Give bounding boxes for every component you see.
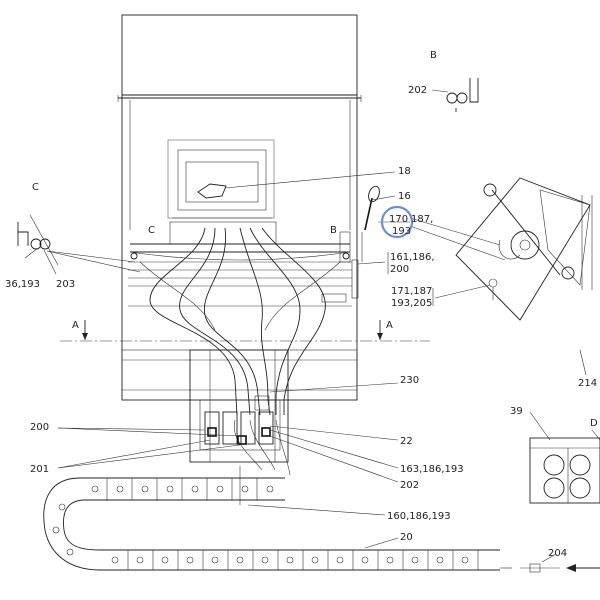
callout-193: 193	[392, 226, 411, 237]
callout-18: 18	[398, 166, 411, 177]
main-frame	[117, 14, 362, 401]
view-label-b-top: B	[430, 50, 437, 61]
callout-171-187: 171,187	[391, 286, 432, 297]
view-label-b-frame: B	[330, 225, 337, 236]
view-label-c-frame: C	[148, 225, 155, 236]
cable-chain	[43, 477, 560, 573]
callout-39: 39	[510, 406, 523, 417]
view-label-a-left: A	[72, 320, 79, 331]
callout-203: 203	[56, 279, 75, 290]
carriage-rails	[128, 231, 359, 307]
callout-200: 200	[30, 422, 49, 433]
detail-view-d	[529, 429, 600, 504]
callout-36-193: 36,193	[5, 279, 40, 290]
motor-unit	[167, 139, 277, 245]
callout-202-bottom: 202	[400, 480, 419, 491]
chain-link-pins	[52, 485, 469, 564]
view-label-c-left: C	[32, 182, 39, 193]
callout-d: D	[590, 418, 598, 429]
callout-170: 170	[389, 214, 408, 225]
chain-link-dividers	[106, 478, 479, 570]
callout-187: 187,	[411, 214, 433, 225]
detail-view-b	[431, 78, 479, 112]
direction-arrow	[566, 564, 600, 572]
callout-160-186-193: 160,186,193	[387, 511, 451, 522]
connector-block	[204, 395, 274, 505]
callout-202-top: 202	[408, 85, 427, 96]
callout-204: 204	[548, 548, 567, 559]
callout-200-right: 200	[390, 264, 409, 275]
callout-163-186-193: 163,186,193	[400, 464, 464, 475]
highlight-circle	[380, 205, 414, 239]
callout-230: 230	[400, 375, 419, 386]
callout-20: 20	[400, 532, 413, 543]
leader-lines	[46, 171, 587, 563]
detail-rotated-assembly	[455, 177, 593, 321]
lower-body	[121, 349, 358, 463]
view-label-a-right: A	[386, 320, 393, 331]
handle-lever	[361, 185, 380, 262]
callout-22: 22	[400, 436, 413, 447]
callout-193-205: 193,205	[391, 298, 432, 309]
callout-201: 201	[30, 464, 49, 475]
cable-bundle	[139, 227, 341, 476]
callout-16: 16	[398, 191, 411, 202]
callout-214: 214	[578, 378, 597, 389]
section-line-a	[60, 320, 430, 342]
detail-view-c	[17, 214, 59, 275]
callout-161-186: 161,186,	[390, 252, 435, 263]
